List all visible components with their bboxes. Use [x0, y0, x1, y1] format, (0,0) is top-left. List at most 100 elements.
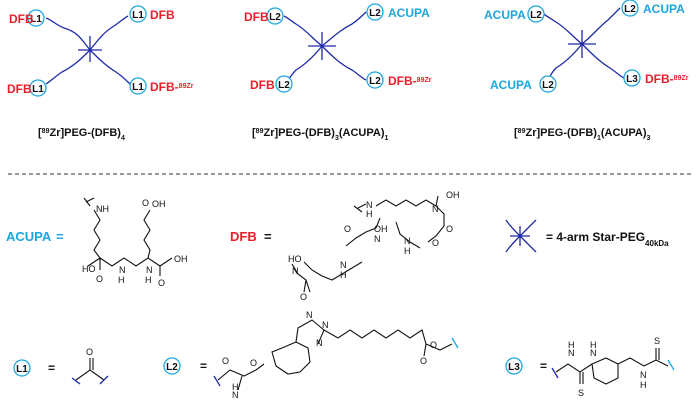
l3-definition: L3 = N H N H S S N H [505, 336, 675, 398]
arm-label: DFB [150, 8, 175, 22]
linker-label: L1 [16, 364, 28, 375]
arm-label: DFB [244, 10, 269, 24]
peg-arm [321, 45, 367, 81]
atom-label: NH [96, 204, 109, 214]
equals-sign: = [200, 359, 207, 373]
star-conjugate-1: L1 DFB L1 DFB L1 DFB L1 DFB-89Zr [89Zr]P… [7, 5, 194, 142]
star-conjugate-3: L2 ACUPA L2 ACUPA L2 ACUPA L3 DFB-89Zr [… [484, 0, 689, 142]
atom-label: H [340, 270, 347, 280]
atom-label: N [432, 204, 439, 214]
atom-label: O [142, 198, 149, 208]
dfb-structure: N H OH N O O N OH HO N O N H N H O [288, 190, 460, 302]
linker-node: L2 [366, 71, 384, 89]
arm-label-zr: DFB-89Zr [150, 80, 194, 94]
linker-label: L2 [369, 8, 381, 19]
atom-label: O [86, 347, 93, 357]
atom-label: N [306, 310, 313, 320]
equals-sign: = [540, 359, 547, 373]
peg-core [78, 36, 102, 62]
arm-label: ACUPA [484, 8, 526, 22]
attachment-wave [451, 337, 459, 349]
atom-label: H [404, 246, 411, 256]
arm-label-zr: DFB-89Zr [388, 74, 432, 88]
arm-label: DFB [7, 82, 32, 96]
atom-label: H [590, 340, 597, 350]
linker-node: L2 [366, 3, 384, 21]
linker-label: L1 [30, 14, 42, 25]
linker-label: L2 [269, 12, 281, 23]
dfb-label: DFB [230, 229, 257, 244]
caption-star-1: [89Zr]PEG-(DFB)4 [38, 127, 125, 142]
peg-arm [285, 45, 323, 83]
atom-label: H [640, 380, 647, 390]
peg-arm [283, 15, 323, 47]
attachment-wave [667, 359, 675, 371]
attachment-wave [213, 375, 221, 387]
linker-node: L2 [266, 7, 284, 25]
atom-label: H [232, 382, 239, 392]
caption-star-2: [89Zr]PEG-(DFB)3(ACUPA)1 [252, 127, 389, 142]
atom-label: N [374, 234, 381, 244]
linker-label: L3 [626, 74, 638, 85]
linker-node: L1 [27, 9, 45, 27]
arm-label: ACUPA [643, 2, 685, 16]
linker-node: L3 [623, 69, 641, 87]
atom-label: O [250, 358, 257, 368]
linker-label: L2 [624, 4, 636, 15]
atom-label: O [432, 238, 439, 248]
caption-star-3: [89Zr]PEG-(DFB)1(ACUPA)3 [514, 127, 651, 142]
atom-label: O [96, 274, 103, 284]
atom-label: N [568, 348, 575, 358]
star-peg-definition: = 4-arm Star-PEG40kDa [505, 219, 669, 253]
atom-label: O [222, 356, 229, 366]
peg-arm [543, 13, 583, 45]
peg-core [308, 32, 336, 60]
linker-label: L2 [278, 80, 290, 91]
l2-definition: L2 = N N N O O N H O O [163, 310, 459, 400]
atom-label: H [366, 209, 373, 219]
linker-label: L1 [132, 82, 144, 93]
atom-label: O [430, 340, 437, 350]
atom-label: N [404, 236, 411, 246]
linker-label: L1 [132, 10, 144, 21]
atom-label: H [118, 275, 125, 285]
star-conjugate-2: L2 DFB L2 ACUPA L2 DFB L2 DFB-89Zr [89Zr… [244, 3, 432, 142]
atom-label: OH [152, 199, 166, 209]
peg-arm [581, 43, 625, 79]
atom-label: HO [288, 254, 302, 264]
arm-label: DFB [9, 12, 34, 26]
atom-label: OH [446, 190, 460, 200]
atom-label: S [654, 336, 660, 346]
linker-label: L2 [166, 362, 178, 373]
atom-label: O [300, 292, 307, 302]
peg-core [568, 30, 596, 58]
atom-label: N [322, 320, 329, 330]
dfb-definition: DFB = N H OH N O O N OH HO N O N H N H O [230, 190, 460, 302]
arm-label: ACUPA [388, 6, 430, 20]
atom-label: H [145, 275, 152, 285]
star-peg-icon [505, 219, 537, 253]
atom-label: O [446, 224, 453, 234]
acupa-definition: ACUPA = NH O OH HO O N H N H O OH [6, 197, 188, 288]
peg-arm [581, 7, 621, 45]
acupa-label: ACUPA [6, 229, 52, 244]
arm-label: ACUPA [490, 78, 532, 92]
linker-label: L2 [530, 10, 542, 21]
attachment-wave [71, 375, 109, 385]
linker-node: L1 [129, 5, 147, 23]
atom-label: N [590, 348, 597, 358]
arm-label-zr: DFB-89Zr [645, 72, 689, 86]
linker-node: L2 [539, 75, 557, 93]
equals-sign: = [48, 361, 55, 375]
atom-label: N [146, 265, 153, 275]
atom-label: N [316, 338, 323, 348]
equals-sign: = [56, 229, 64, 244]
atom-label: S [578, 388, 584, 398]
atom-label: O [344, 224, 351, 234]
atom-label: N [340, 260, 347, 270]
atom-label: N [292, 266, 299, 276]
linker-node: L2 [275, 75, 293, 93]
atom-label: N [232, 390, 239, 400]
